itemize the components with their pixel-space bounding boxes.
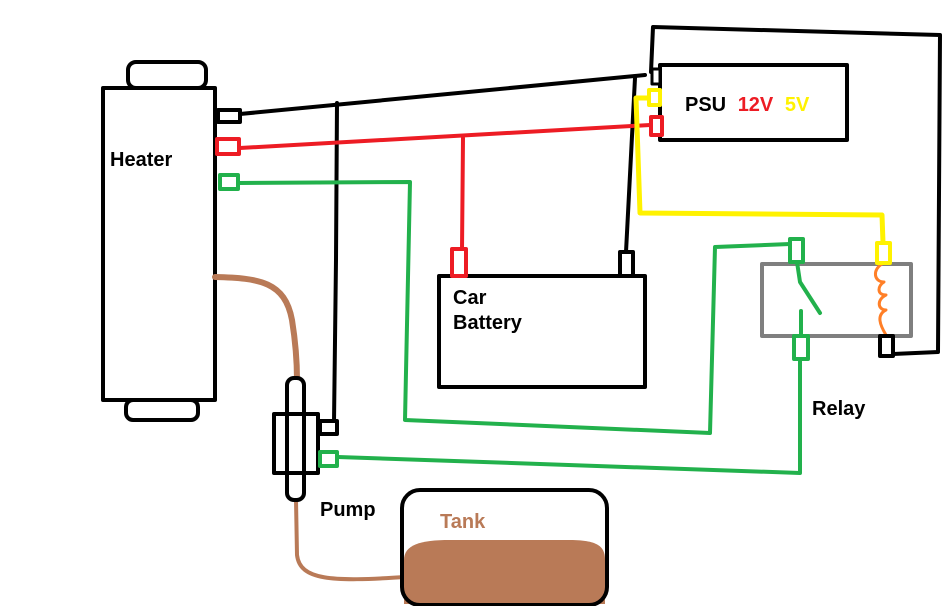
psu-12v-terminal [649,115,664,137]
relay-switch-arm [795,260,822,315]
pump-ground-terminal [318,419,339,436]
positive-wire-heater-psu [238,123,652,150]
relay-coil [874,262,888,337]
fuel-line-pump-tank [294,498,407,582]
tank-fuel [404,540,605,604]
ground-wire-heater-psu [238,73,647,116]
battery-negative-terminal [618,250,635,278]
pump-label: Pump [320,499,376,521]
pump-signal-terminal [318,450,339,468]
psu-label: PSU 12V 5V [685,94,810,116]
battery-positive-terminal [450,247,468,278]
relay-coil-out-terminal [878,334,895,358]
positive-wire-battery [460,136,465,252]
tank-label: Tank [440,511,486,533]
signal-wire-heater-relay [236,180,792,435]
ground-wire-battery [624,76,637,254]
ground-wire-pump [332,101,339,424]
heater-label: Heater [110,149,172,171]
pump-body [272,412,320,475]
relay-body [760,262,913,338]
heater-positive-terminal [215,137,241,156]
relay-coil-in-terminal [875,241,892,265]
fuel-line-heater-pump [212,274,300,383]
relay-switch-in-terminal [788,237,805,264]
heater-body [101,86,217,402]
heater-bottom-cap [124,398,200,422]
relay-label: Relay [812,398,866,420]
ground-wire-relay-coil [649,25,942,356]
signal-wire-relay-pump [336,358,802,475]
psu-5v-label: 5V [785,94,810,116]
battery-body [437,274,647,389]
relay-switch-out-terminal [792,334,810,361]
battery-label-line2: Battery [453,312,523,334]
tank-body [400,488,609,606]
pump-tube [285,376,306,502]
psu-name: PSU [685,94,726,116]
heater-ground-terminal [216,108,242,124]
psu-12v-label: 12V [738,94,774,116]
heater-signal-terminal [218,173,240,191]
heater-top-cap [126,60,208,90]
psu-ground-terminal [650,67,662,86]
supply-5v-wire [633,95,886,246]
battery-label-line1: Car [453,287,487,309]
psu-5v-terminal [647,88,662,107]
